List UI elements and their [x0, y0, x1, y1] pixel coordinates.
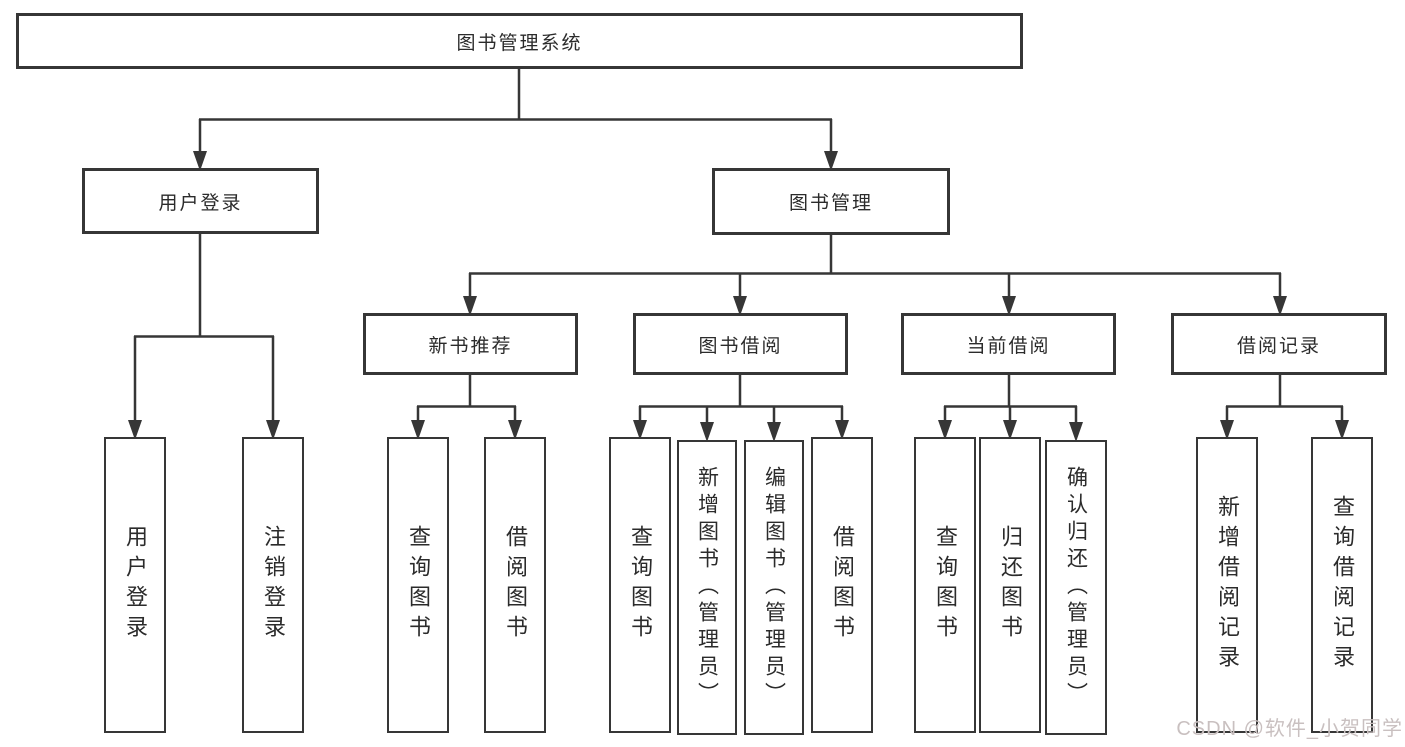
leaf-label: 查询图书 [933, 525, 958, 645]
leaf-query-books-1: 查询图书 [387, 437, 449, 733]
arrowhead [700, 422, 714, 442]
node-label: 当前借阅 [966, 335, 1051, 357]
leaf-confirm-return-admin: 确认归还（管理员） [1045, 440, 1107, 735]
leaf-user-login: 用户登录 [104, 437, 166, 733]
leaf-label: 借阅图书 [503, 525, 528, 645]
arrowhead [633, 420, 647, 440]
node-label: 新书推荐 [428, 335, 513, 357]
leaf-borrow-books-1: 借阅图书 [484, 437, 546, 733]
leaf-return-book: 归还图书 [979, 437, 1041, 733]
arrowheads [128, 151, 1349, 442]
leaf-label: 查询图书 [628, 525, 653, 645]
node-label: 图书管理 [788, 193, 873, 214]
arrowhead [463, 296, 477, 316]
leaf-borrow-books-2: 借阅图书 [811, 437, 873, 733]
arrowhead [824, 151, 838, 171]
leaf-label: 编辑图书（管理员） [762, 466, 786, 709]
arrowhead [266, 420, 280, 440]
node-label: 图书借阅 [698, 335, 783, 357]
arrowhead [193, 151, 207, 171]
leaf-query-books-2: 查询图书 [609, 437, 671, 733]
node-book-management: 图书管理 [712, 168, 950, 235]
arrowhead [938, 420, 952, 440]
arrowhead [128, 420, 142, 440]
arrowhead [733, 296, 747, 316]
node-library-management-system: 图书管理系统 [16, 13, 1023, 69]
csdn-watermark: CSDN @软件_小贺同学 [1176, 718, 1403, 740]
tree-edges [133, 68, 1344, 422]
leaf-label: 新增借阅记录 [1215, 495, 1240, 675]
arrowhead [1220, 420, 1234, 440]
leaf-label: 确认归还（管理员） [1064, 466, 1088, 709]
arrowhead [411, 420, 425, 440]
leaf-add-book-admin: 新增图书（管理员） [677, 440, 737, 735]
leaf-label: 查询图书 [406, 525, 431, 645]
arrowhead [1273, 296, 1287, 316]
leaf-label: 查询借阅记录 [1330, 495, 1355, 675]
arrowhead [1069, 422, 1083, 442]
arrowhead [835, 420, 849, 440]
arrowhead [508, 420, 522, 440]
node-borrowing-records: 借阅记录 [1171, 313, 1387, 375]
leaf-edit-book-admin: 编辑图书（管理员） [744, 440, 804, 735]
node-book-borrowing: 图书借阅 [633, 313, 848, 375]
leaf-label: 注销登录 [261, 525, 286, 645]
leaf-add-borrow-record: 新增借阅记录 [1196, 437, 1258, 733]
node-new-book-recommend: 新书推荐 [363, 313, 578, 375]
arrowhead [1335, 420, 1349, 440]
arrowhead [767, 422, 781, 442]
node-label: 用户登录 [158, 192, 243, 214]
node-label: 图书管理系统 [456, 32, 583, 54]
node-label: 借阅记录 [1236, 335, 1321, 357]
leaf-label: 归还图书 [998, 525, 1023, 645]
leaf-query-books-3: 查询图书 [914, 437, 976, 733]
leaf-logout: 注销登录 [242, 437, 304, 733]
leaf-label: 借阅图书 [830, 525, 855, 645]
arrowhead [1003, 420, 1017, 440]
leaf-label: 用户登录 [123, 525, 148, 645]
leaf-label: 新增图书（管理员） [695, 466, 719, 709]
node-current-borrowing: 当前借阅 [901, 313, 1116, 375]
arrowhead [1002, 296, 1016, 316]
node-user-login: 用户登录 [82, 168, 319, 234]
leaf-query-borrow-record: 查询借阅记录 [1311, 437, 1373, 733]
